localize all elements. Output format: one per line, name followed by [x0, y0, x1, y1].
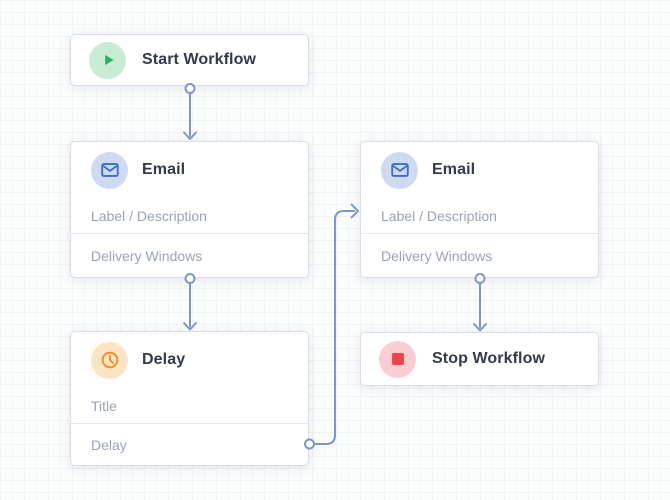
node-stop-workflow[interactable]: Stop Workflow	[360, 332, 599, 386]
delay-field[interactable]: Delay	[91, 436, 127, 453]
node-title: Stop Workflow	[432, 350, 545, 367]
node-title: Delay	[142, 351, 186, 368]
node-title: Email	[432, 161, 476, 178]
title-field[interactable]: Title	[91, 398, 117, 414]
label-description-field[interactable]: Label / Description	[381, 208, 497, 224]
node-divider	[71, 423, 308, 424]
mail-icon	[381, 151, 418, 189]
arrowhead-down-icon	[183, 322, 197, 331]
node-header: Email	[361, 142, 598, 198]
node-title: Start Workflow	[142, 51, 257, 68]
arrowhead-down-icon	[183, 131, 197, 140]
port-email1-output[interactable]	[184, 273, 196, 284]
node-email-2[interactable]: Email Label / Description Delivery Windo…	[360, 141, 599, 278]
delivery-windows-field[interactable]: Delivery Windows	[381, 247, 493, 264]
node-delay[interactable]: Delay Title Delay	[70, 331, 309, 466]
stop-icon	[379, 340, 416, 378]
node-start-workflow[interactable]: Start Workflow	[70, 34, 309, 86]
port-start-output[interactable]	[184, 83, 196, 94]
port-delay-output[interactable]	[304, 438, 315, 450]
node-title: Email	[142, 161, 186, 178]
connector-delay-to-email2	[313, 210, 355, 445]
arrowhead-down-icon	[473, 323, 487, 332]
mail-icon	[91, 151, 128, 189]
arrowhead-right-icon	[350, 203, 359, 219]
node-divider	[361, 233, 598, 234]
node-divider	[71, 233, 308, 234]
play-icon	[89, 41, 126, 79]
port-email2-output[interactable]	[474, 273, 486, 284]
clock-icon	[91, 341, 128, 379]
label-description-field[interactable]: Label / Description	[91, 208, 207, 224]
node-header: Delay	[71, 332, 308, 388]
node-header: Email	[71, 142, 308, 198]
delivery-windows-field[interactable]: Delivery Windows	[91, 247, 203, 264]
node-email-1[interactable]: Email Label / Description Delivery Windo…	[70, 141, 309, 278]
